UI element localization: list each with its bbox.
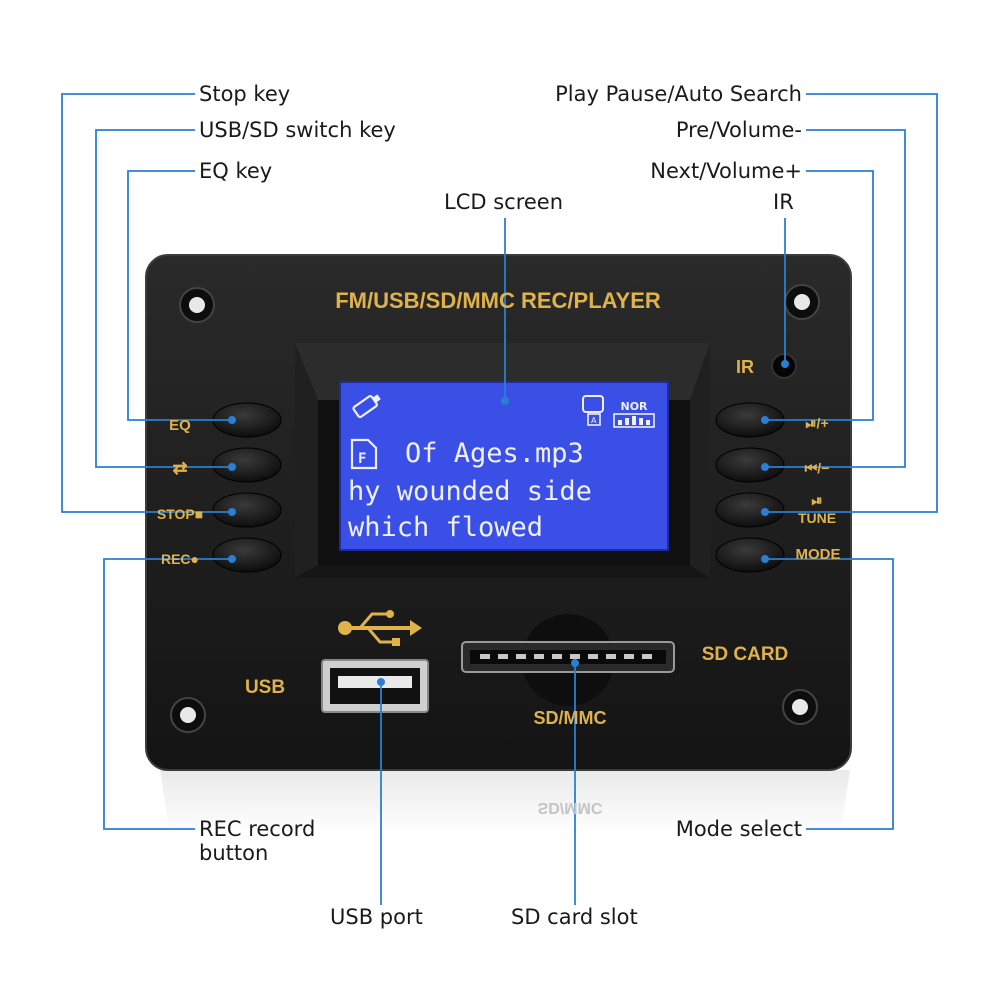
sd-card-slot <box>461 614 675 706</box>
leader-lines <box>61 93 938 905</box>
stop-key <box>212 492 282 528</box>
callout-rec-record-line1: REC record <box>199 817 316 841</box>
eq-key-label: EQ <box>169 417 191 434</box>
lcd-badge-nor: NOR <box>620 400 648 413</box>
mode-key-label: MODE <box>796 546 841 563</box>
next-volume-key-label: ⏯ <box>811 492 822 508</box>
callout-usb-port: USB port <box>330 905 423 929</box>
callout-sd-card-slot: SD card slot <box>511 905 638 929</box>
callout-rec-record: REC record button <box>199 817 315 865</box>
pre-volume-key <box>715 447 785 483</box>
leader-pre-volume <box>765 129 906 468</box>
next-volume-key <box>715 492 785 528</box>
lcd-line-2: hy wounded side <box>348 476 592 507</box>
usb-sd-switch-key <box>212 447 282 483</box>
lcd-repeat-icon: A <box>582 395 604 426</box>
callout-play-pause: Play Pause/Auto Search <box>555 82 802 106</box>
panel-title: FM/USB/SD/MMC REC/PLAYER <box>335 288 661 313</box>
callout-rec-record-line2: button <box>199 841 269 865</box>
screw-hole-bottom-right <box>782 689 818 725</box>
lcd-eq-icon <box>613 413 655 428</box>
usb-port <box>321 659 429 713</box>
play-pause-key-label: ⏯/+ <box>805 415 828 431</box>
leader-stop-key <box>61 93 232 513</box>
leader-mode-select <box>765 558 894 830</box>
pre-volume-key-label: ⏮/− <box>805 460 830 476</box>
lcd-usb-icon <box>352 394 381 419</box>
lcd-file-icon: F <box>350 438 378 470</box>
svg-text:A: A <box>591 416 597 425</box>
leader-next-volume <box>765 170 874 421</box>
callout-stop-key: Stop key <box>199 82 291 106</box>
leader-eq-key <box>127 170 232 421</box>
callout-eq-key: EQ key <box>199 159 273 183</box>
sd-mmc-label: SD/MMC <box>534 708 607 728</box>
rec-key-label: REC● <box>161 551 199 567</box>
lcd-screen <box>340 382 668 550</box>
callout-usb-sd-switch-key: USB/SD switch key <box>199 118 396 142</box>
lcd-line-1: Of Ages.mp3 <box>405 438 584 469</box>
panel-ir-label: IR <box>736 357 754 377</box>
screw-hole-bottom-left <box>170 697 206 733</box>
leader-play-pause <box>765 93 938 513</box>
usb-label: USB <box>245 677 285 698</box>
mode-key <box>715 537 785 573</box>
lcd-line-3: which flowed <box>348 512 543 543</box>
tune-label: TUNE <box>798 510 836 526</box>
callout-lcd-screen: LCD screen <box>444 190 564 214</box>
screw-hole-top-left <box>179 287 215 323</box>
callout-ir: IR <box>773 190 794 214</box>
leader-usb-sd-switch-key <box>95 129 232 468</box>
rec-key <box>212 537 282 573</box>
panel-reflection <box>160 770 850 835</box>
usb-sd-switch-key-label: ⇄ <box>172 458 187 478</box>
reflection-label: SD/MMC <box>538 799 603 816</box>
callout-pre-volume: Pre/Volume- <box>675 118 802 142</box>
stop-key-label: STOP■ <box>157 506 203 522</box>
callout-mode-select: Mode select <box>675 817 802 841</box>
usb-trident-icon <box>338 610 422 646</box>
svg-text:F: F <box>358 451 366 467</box>
leader-rec-record <box>103 558 232 830</box>
screw-hole-top-right <box>784 284 820 320</box>
sd-card-label: SD CARD <box>702 644 789 665</box>
callout-next-volume: Next/Volume+ <box>650 159 802 183</box>
